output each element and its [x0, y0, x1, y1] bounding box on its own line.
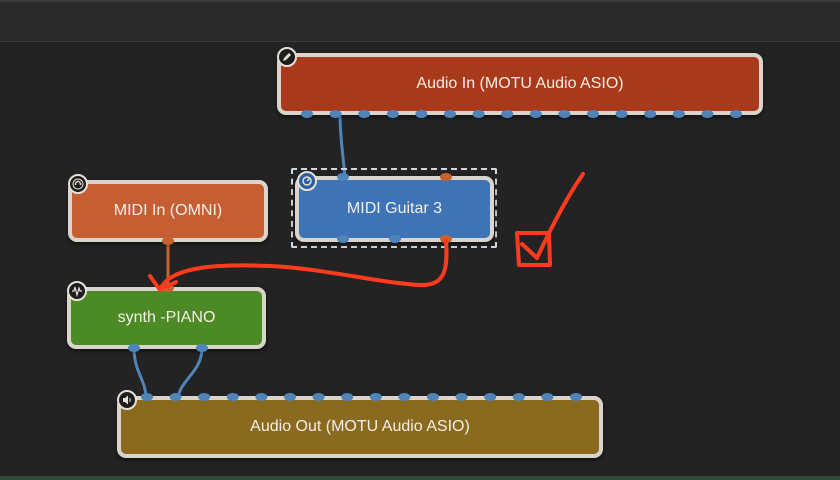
- midi-guitar-midi-input-pin[interactable]: [440, 173, 452, 181]
- audio-out-input-pin[interactable]: [341, 393, 354, 401]
- audio-out-input-pin[interactable]: [312, 393, 325, 401]
- annotation-checkmark: [520, 172, 585, 260]
- audio-out-input-pin[interactable]: [512, 393, 525, 401]
- audio-in-output-pin[interactable]: [730, 110, 742, 118]
- audio-out-input-pin[interactable]: [198, 393, 211, 401]
- audio-in-output-pin[interactable]: [329, 110, 342, 118]
- midi-guitar-audio-output-pin[interactable]: [337, 235, 349, 243]
- audio-in-node[interactable]: Audio In (MOTU Audio ASIO): [277, 47, 763, 115]
- audio-out-node[interactable]: Audio Out (MOTU Audio ASIO): [117, 390, 603, 458]
- audio-in-output-pin[interactable]: [301, 110, 313, 118]
- audio-out-input-pin[interactable]: [141, 393, 153, 401]
- audio-in-output-pin[interactable]: [701, 110, 714, 118]
- midi-in-node[interactable]: MIDI In (OMNI): [68, 174, 268, 242]
- annotation-arrow-head: [148, 274, 178, 292]
- audio-out-input-pin[interactable]: [541, 393, 554, 401]
- audio-out-label: Audio Out (MOTU Audio ASIO): [250, 418, 470, 435]
- audio-out-input-pin[interactable]: [284, 393, 296, 401]
- audio-out-input-pin[interactable]: [226, 393, 239, 401]
- midi-guitar-audio-input-pin[interactable]: [337, 173, 349, 181]
- audio-in-output-pin[interactable]: [415, 110, 428, 118]
- audio-out-input-pin[interactable]: [570, 393, 582, 401]
- synth-audio-output-pin[interactable]: [128, 344, 140, 352]
- audio-in-output-pin[interactable]: [587, 110, 599, 118]
- midi-connector-icon[interactable]: [68, 174, 88, 194]
- midi-in-label: MIDI In (OMNI): [113, 202, 223, 219]
- audio-in-output-pin[interactable]: [672, 110, 685, 118]
- toolbar: [0, 0, 840, 42]
- status-bar: [0, 476, 840, 480]
- selection-marquee: [291, 168, 497, 248]
- audio-in-output-pin[interactable]: [358, 110, 371, 118]
- audio-in-output-pin[interactable]: [644, 110, 657, 118]
- pencil-icon[interactable]: [277, 47, 297, 67]
- synth-piano-label: synth -PIANO: [117, 309, 216, 326]
- audio-in-output-pin[interactable]: [386, 110, 399, 118]
- audio-in-output-pin[interactable]: [501, 110, 514, 118]
- audio-in-output-pin[interactable]: [529, 110, 542, 118]
- annotation-arrow-line: [160, 238, 449, 288]
- audio-out-input-pin[interactable]: [169, 393, 182, 401]
- audio-out-input-pin[interactable]: [369, 393, 382, 401]
- midi-guitar-audio-output-pin[interactable]: [389, 235, 401, 243]
- audio-out-input-pin[interactable]: [455, 393, 468, 401]
- waveform-icon[interactable]: [67, 281, 87, 301]
- speaker-icon[interactable]: [117, 390, 137, 410]
- audio-in-output-pin[interactable]: [472, 110, 485, 118]
- audio-out-input-pin[interactable]: [427, 393, 439, 401]
- audio-in-output-pin[interactable]: [615, 110, 628, 118]
- audio-out-input-pin[interactable]: [398, 393, 411, 401]
- annotation-checkbox: [515, 231, 552, 267]
- knob-icon[interactable]: [297, 171, 317, 191]
- synth-audio-output-pin[interactable]: [196, 344, 208, 352]
- audio-in-output-pin[interactable]: [558, 110, 571, 118]
- wire-synth-to-audio-out-right[interactable]: [176, 347, 204, 399]
- midi-guitar-label: MIDI Guitar 3: [346, 200, 443, 217]
- audio-out-input-pin[interactable]: [255, 393, 268, 401]
- midi-in-output-pin[interactable]: [162, 237, 174, 245]
- audio-in-label: Audio In (MOTU Audio ASIO): [416, 75, 624, 92]
- audio-in-output-pin[interactable]: [444, 110, 456, 118]
- audio-out-input-pin[interactable]: [484, 393, 497, 401]
